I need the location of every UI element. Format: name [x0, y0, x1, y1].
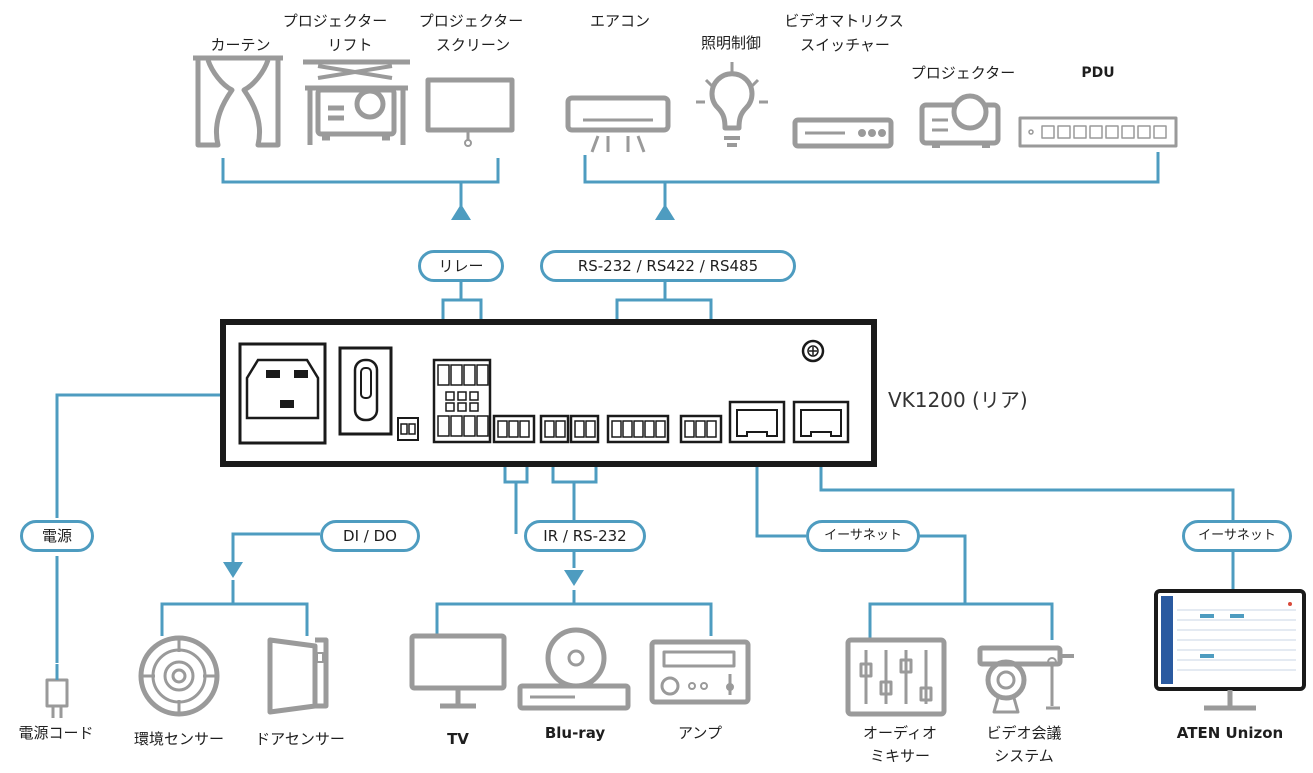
amp-label: アンプ	[678, 724, 722, 742]
projector-screen-icon	[425, 77, 515, 147]
audio-mixer-icon	[845, 637, 947, 717]
serial-bus-pill: RS-232 / RS422 / RS485	[540, 250, 796, 282]
video-matrix-label-1: ビデオマトリクス	[784, 12, 904, 30]
mixer-label-1: オーディオ	[863, 724, 937, 742]
ethernet-a-pill: イーサネット	[806, 520, 920, 552]
video-conference-icon	[977, 645, 1074, 714]
aten-screen	[1161, 596, 1299, 684]
aircon-label: エアコン	[589, 12, 650, 30]
aten-unizon-label: ATEN Unizon	[1176, 724, 1284, 742]
projector-lift-label-2: リフト	[327, 36, 373, 54]
lighting-label: 照明制御	[700, 34, 761, 52]
video-matrix-label-2: スイッチャー	[800, 36, 890, 54]
dido-bottom-bus	[160, 602, 309, 636]
ethernet-b-pill: イーサネット	[1182, 520, 1292, 552]
bluray-label: Blu-ray	[544, 724, 606, 742]
power-pill: 電源	[20, 520, 94, 552]
dido-terminal	[492, 414, 536, 444]
projector-lift-icon	[303, 59, 410, 145]
curtain-icon	[193, 55, 283, 148]
dido-pill: DI / DO	[320, 520, 420, 552]
tv-label: TV	[447, 730, 469, 748]
ethernet-a-line	[755, 444, 806, 538]
video-matrix-icon	[792, 117, 894, 149]
aircon-icon	[565, 95, 671, 153]
vk1200-label: VK1200 (リア)	[888, 388, 1028, 412]
curtain-label: カーテン	[210, 36, 271, 54]
door-sensor-label: ドアセンサー	[255, 730, 345, 748]
door-sensor-icon	[267, 637, 329, 715]
vk1200-panel	[220, 319, 877, 467]
tv-icon	[409, 633, 507, 709]
power-cord-label: 電源コード	[18, 724, 94, 742]
projector-label: プロジェクター	[910, 64, 1016, 82]
pdu-label: PDU	[1081, 65, 1115, 81]
relay-bus-pill: リレー	[418, 250, 504, 282]
projector-screen-label-2: スクリーン	[435, 36, 511, 54]
arrow-down-ir	[564, 570, 584, 586]
projector-icon	[919, 93, 1001, 148]
serial-bus-line	[583, 152, 1160, 184]
arrow-heads	[223, 204, 675, 586]
light-bulb-icon	[696, 62, 768, 147]
serial-terminal	[606, 414, 670, 444]
power-line	[55, 393, 240, 518]
power-cord-icon	[45, 664, 69, 718]
env-sensor-label: 環境センサー	[133, 730, 224, 748]
serial-terminal-2	[679, 414, 723, 444]
env-sensor-icon	[138, 635, 220, 717]
projector-screen-label-1: プロジェクター	[418, 12, 524, 30]
arrow-down-dido	[223, 562, 243, 578]
video-conf-label-2: システム	[994, 747, 1054, 765]
amp-icon	[649, 639, 751, 705]
ir-pill: IR / RS-232	[524, 520, 646, 552]
pdu-icon	[1018, 116, 1178, 148]
video-conf-label-1: ビデオ会議	[986, 724, 1062, 742]
top-icons	[193, 55, 1178, 153]
projector-lift-label-1: プロジェクター	[282, 12, 388, 30]
bottom-icons	[45, 589, 1306, 718]
arrow-up-serial	[655, 204, 675, 220]
ethernet-b-line	[819, 444, 1235, 522]
relay-bus-line	[221, 158, 500, 184]
mixer-label-2: ミキサー	[869, 747, 930, 765]
bluray-icon	[517, 627, 631, 711]
arrow-up-relay	[451, 204, 471, 220]
